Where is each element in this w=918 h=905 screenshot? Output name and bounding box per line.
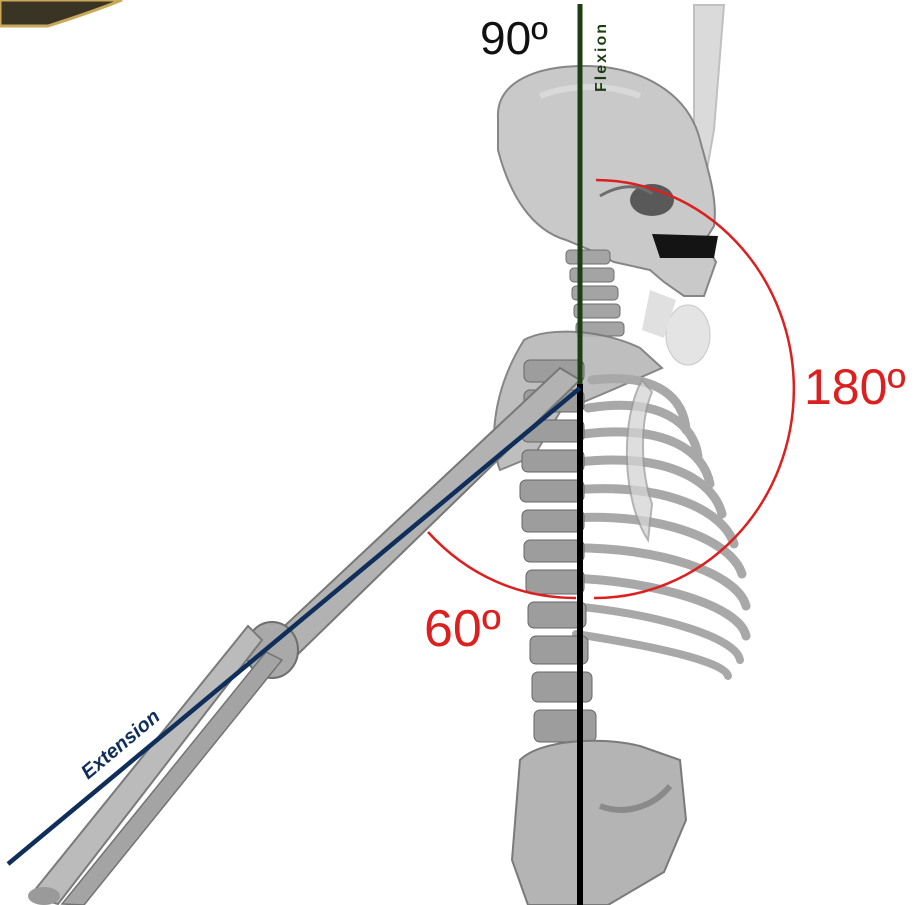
angle-180-label: 180º xyxy=(804,359,906,415)
angle-90-label: 90º xyxy=(480,12,548,64)
flexion-label: Flexion xyxy=(593,22,610,92)
pelvis xyxy=(512,741,686,905)
corner-badge xyxy=(0,0,122,26)
rib-cage xyxy=(566,379,746,676)
angle-60-label: 60º xyxy=(424,600,501,658)
